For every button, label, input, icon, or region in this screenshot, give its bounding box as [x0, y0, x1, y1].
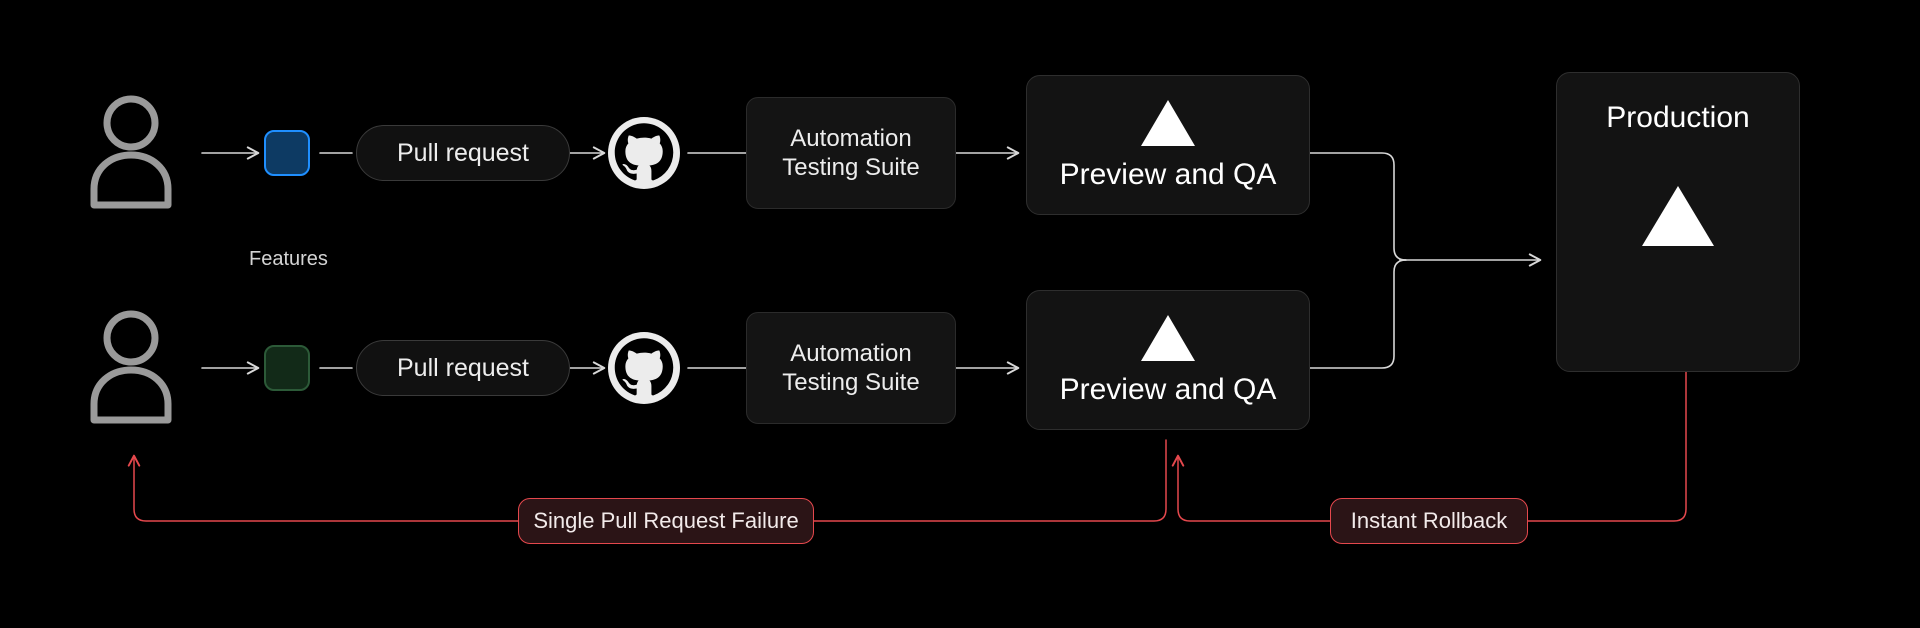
single-pull-request-failure-label[interactable]: Single Pull Request Failure	[518, 498, 814, 544]
github-octocat-glyph	[608, 117, 680, 189]
testing-suite-line2-bottom: Testing Suite	[782, 369, 920, 396]
production-box[interactable]: Production	[1556, 72, 1800, 372]
vercel-triangle-icon-top	[1141, 100, 1195, 146]
flow-preview-top-to-merge	[1309, 152, 1407, 261]
person-icon-bottom	[88, 308, 174, 433]
person-glyph	[90, 95, 172, 209]
green-commit-square[interactable]	[264, 345, 310, 391]
error-path-single-pull-request-failure	[811, 439, 1167, 522]
instant-rollback-label[interactable]: Instant Rollback	[1330, 498, 1528, 544]
pull-request-pill-bottom[interactable]: Pull request	[356, 340, 570, 396]
features-label: Features	[249, 248, 328, 270]
vercel-triangle-icon-production	[1642, 186, 1714, 246]
preview-and-qa-label-bottom: Preview and QA	[1059, 373, 1277, 406]
github-icon-bottom	[608, 332, 680, 409]
preview-and-qa-box-top[interactable]: Preview and QA	[1026, 75, 1310, 215]
github-octocat-glyph	[608, 332, 680, 404]
error-path-instant-rollback-left-run	[1171, 454, 1331, 522]
instant-rollback-text: Instant Rollback	[1350, 508, 1508, 533]
vercel-triangle-icon-bottom	[1141, 315, 1195, 361]
preview-and-qa-label-top: Preview and QA	[1059, 158, 1277, 191]
person-icon-top	[88, 93, 174, 218]
blue-commit-square[interactable]	[264, 130, 310, 176]
testing-suite-line1-top: Automation	[790, 124, 912, 152]
testing-suite-line2-top: Testing Suite	[782, 154, 920, 181]
person-glyph	[90, 310, 172, 424]
preview-and-qa-box-bottom[interactable]: Preview and QA	[1026, 290, 1310, 430]
pull-request-pill-top[interactable]: Pull request	[356, 125, 570, 181]
github-icon-top	[608, 117, 680, 194]
pull-request-label-bottom: Pull request	[396, 353, 530, 382]
flow-preview-bottom-to-merge	[1309, 259, 1407, 369]
production-label: Production	[1606, 101, 1750, 134]
single-pull-request-failure-text: Single Pull Request Failure	[533, 508, 799, 533]
testing-suite-line1-bottom: Automation	[790, 339, 912, 367]
automation-testing-suite-box-bottom: Automation Testing Suite	[746, 312, 956, 424]
automation-testing-suite-box-top: Automation Testing Suite	[746, 97, 956, 209]
pull-request-label-top: Pull request	[396, 138, 530, 167]
